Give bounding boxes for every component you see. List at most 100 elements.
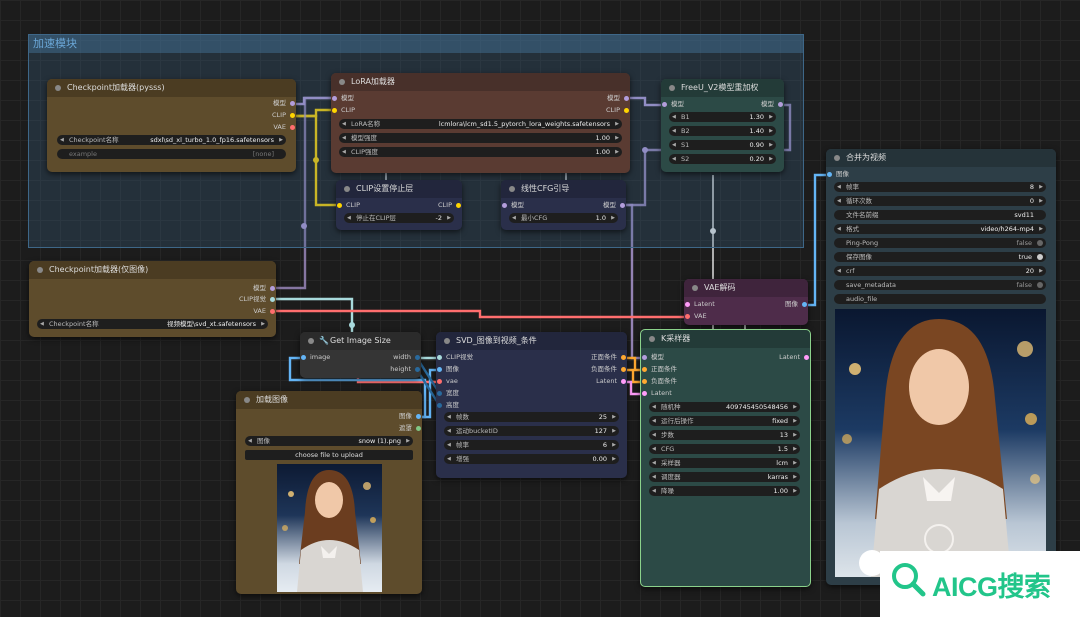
s2-widget[interactable]: S20.20 [669,154,776,164]
input-width[interactable]: 宽度 [436,389,459,398]
output-model[interactable]: 模型 [761,100,784,109]
input-latent[interactable]: Latent [641,389,672,398]
input-image[interactable]: image [300,353,330,362]
node-svd-img2vid-conditioning[interactable]: SVD_图像到视频_条件 CLIP视觉 图像 vae 宽度 高度 正面条件 负面… [436,332,627,478]
output-vae[interactable]: VAE [273,123,296,132]
output-clip[interactable]: CLIP [438,201,462,210]
input-positive[interactable]: 正面条件 [641,365,677,374]
output-clip-vision[interactable]: CLIP视觉 [239,295,276,304]
output-model[interactable]: 模型 [603,201,626,210]
output-model[interactable]: 模型 [273,99,296,108]
fps-widget[interactable]: 帧率6 [444,440,619,450]
input-model[interactable]: 模型 [501,201,524,210]
port-dot [827,172,832,177]
example-widget[interactable]: example[none] [57,149,286,159]
output-positive[interactable]: 正面条件 [591,353,627,362]
node-checkpoint-loader[interactable]: Checkpoint加载器(pysss) 模型 CLIP VAE Checkpo… [47,79,296,172]
node-clip-set-last-layer[interactable]: CLIP设置停止层 CLIP CLIP 停止在CLIP层-2 [336,180,462,230]
watermark-badge: AICG搜索 [880,551,1080,617]
frame-rate-widget[interactable]: 帧率8 [834,182,1046,192]
output-width[interactable]: width [393,353,421,362]
input-clip[interactable]: CLIP [336,201,360,210]
node-title: Checkpoint加载器(仅图像) [29,261,276,279]
input-vae[interactable]: vae [436,377,458,386]
stop-layer-widget[interactable]: 停止在CLIP层-2 [344,213,454,223]
output-vae[interactable]: VAE [253,307,276,316]
widget-label: CLIP强度 [351,148,378,156]
input-model[interactable]: 模型 [641,353,664,362]
output-label: 负面条件 [591,365,617,373]
output-model[interactable]: 模型 [253,284,276,293]
wire-reroute [710,228,716,234]
checkpoint-name-widget[interactable]: Checkpoint名称sdxl\sd_xl_turbo_1.0_fp16.sa… [57,135,286,145]
output-clip[interactable]: CLIP [272,111,296,120]
title-text: Get Image Size [330,336,391,345]
output-label: 正面条件 [591,353,617,361]
output-mask[interactable]: 遮罩 [399,424,422,433]
input-image[interactable]: 图像 [436,365,459,374]
node-lora-loader[interactable]: LoRA加载器 模型 CLIP 模型 CLIP LoRA名称lcmlora\lc… [331,73,630,173]
port-dot [685,302,690,307]
widget-label: 保存图像 [846,253,872,261]
node-vae-decode[interactable]: VAE解码 Latent VAE 图像 [684,279,808,325]
port-dot [332,96,337,101]
input-clip[interactable]: CLIP [331,106,355,115]
lora-name-widget[interactable]: LoRA名称lcmlora\lcm_sd1.5_pytorch_lora_wei… [339,119,622,129]
output-image[interactable]: 图像 [399,412,422,421]
upload-button[interactable]: choose file to upload [245,450,413,460]
output-latent[interactable]: Latent [596,377,627,386]
s1-widget[interactable]: S10.90 [669,140,776,150]
input-label: 模型 [341,94,354,102]
b2-widget[interactable]: B21.40 [669,126,776,136]
denoise-widget[interactable]: 降噪1.00 [649,486,800,496]
output-clip[interactable]: CLIP [606,106,630,115]
input-latent[interactable]: Latent [684,300,715,309]
output-model[interactable]: 模型 [607,94,630,103]
input-height[interactable]: 高度 [436,401,459,410]
wire-reroute-3 [301,223,307,229]
widget-value: 20 [1025,267,1034,275]
node-freeu[interactable]: FreeU_V2模型重加权 模型 模型 B11.30 B21.40 S10.90… [661,79,784,172]
augmentation-widget[interactable]: 增强0.00 [444,454,619,464]
input-model[interactable]: 模型 [661,100,684,109]
output-latent[interactable]: Latent [779,353,810,362]
widget-label: 增强 [456,455,469,463]
b1-widget[interactable]: B11.30 [669,112,776,122]
input-vae[interactable]: VAE [684,312,707,321]
output-height[interactable]: height [390,365,421,374]
node-ksampler[interactable]: K采样器 模型 正面条件 负面条件 Latent Latent 随机种40974… [640,329,811,587]
node-get-image-size[interactable]: 🔧Get Image Size image width height [300,332,421,378]
output-image[interactable]: 图像 [785,300,808,309]
port-dot [290,101,295,106]
audio-file-widget[interactable]: audio_file [834,294,1046,304]
output-negative[interactable]: 负面条件 [591,365,627,374]
input-images[interactable]: 图像 [826,170,849,179]
input-negative[interactable]: 负面条件 [641,377,677,386]
input-clip-vision[interactable]: CLIP视觉 [436,353,473,362]
input-model[interactable]: 模型 [331,94,354,103]
node-checkpoint-image-only[interactable]: Checkpoint加载器(仅图像) 模型 CLIP视觉 VAE Checkpo… [29,261,276,337]
